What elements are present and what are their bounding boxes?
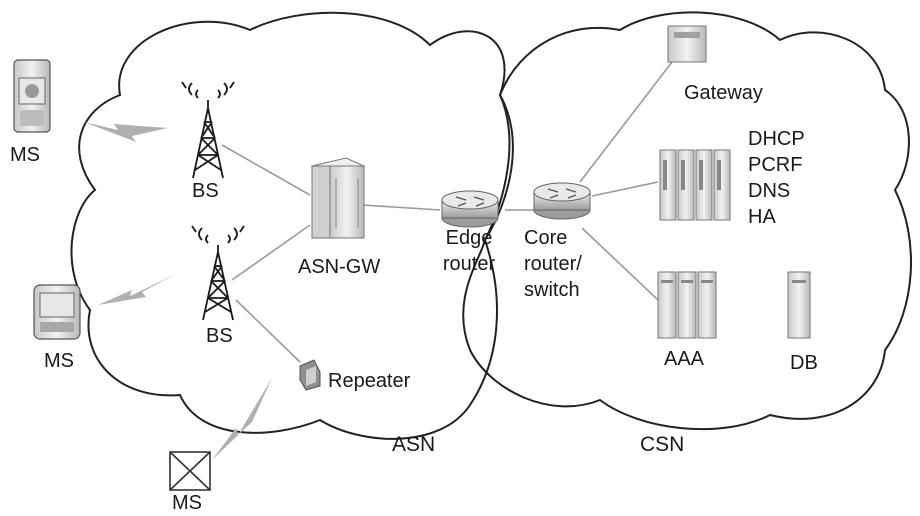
db-label: DB [790, 352, 818, 374]
core-router-label: Core router/ switch [524, 225, 582, 303]
blade-rack-icon [659, 149, 731, 221]
server-cabinet-icon [787, 271, 811, 339]
link-core-servers [591, 181, 659, 197]
ms-mid-label: MS [44, 350, 74, 372]
server-ha-label: HA [748, 206, 776, 228]
lightning-bolt-icon [84, 122, 168, 142]
gateway-label: Gateway [684, 82, 763, 104]
server-dns-label: DNS [748, 180, 791, 202]
csn-cloud [462, 11, 913, 431]
core-router-label-line2: router/ [524, 253, 582, 275]
tower-icon [191, 225, 245, 321]
bs-bottom-label: BS [206, 325, 233, 347]
repeater-icon [299, 359, 321, 391]
core-router-label-line3: switch [524, 279, 580, 301]
mobile-phone-icon [13, 59, 51, 133]
edge-router-label-line1: Edge [445, 227, 493, 249]
link-core-aaa [581, 227, 659, 301]
link-bs-bottom-asngw [231, 224, 311, 281]
edge-router-label: Edge router [436, 225, 502, 277]
asn-gw-label: ASN-GW [298, 256, 381, 278]
ms-bottom-label: MS [172, 492, 202, 514]
asn-cloud-label: ASN [392, 433, 436, 456]
server-cabinet-icon [310, 157, 366, 239]
lightning-bolt-icon [98, 274, 176, 305]
link-bs-bottom-repeater [235, 299, 301, 363]
envelope-box-icon [169, 451, 211, 491]
link-core-gateway [579, 61, 673, 183]
router-icon [441, 190, 499, 228]
bs-top-label: BS [192, 180, 219, 202]
asn-cloud [70, 11, 514, 440]
lightning-bolt-icon [212, 378, 272, 460]
edge-router-label-line2: router [442, 253, 496, 275]
server-pcrf-label: PCRF [748, 154, 803, 176]
aaa-label: AAA [664, 348, 705, 370]
csn-cloud-label: CSN [640, 433, 685, 456]
blade-rack-icon [657, 271, 717, 339]
links [221, 61, 673, 363]
ms-top-label: MS [10, 144, 40, 166]
pda-icon [33, 284, 81, 340]
link-asngw-edge [361, 204, 441, 211]
link-bs-top-asngw [221, 144, 311, 196]
server-list-label: DHCP PCRF DNS HA [748, 126, 805, 230]
radio-links [84, 122, 272, 460]
repeater-label: Repeater [328, 370, 411, 392]
router-icon [533, 182, 591, 220]
tower-icon [181, 81, 235, 179]
server-dhcp-label: DHCP [748, 128, 805, 150]
gateway-box-icon [667, 25, 707, 63]
core-router-label-line1: Core [524, 227, 568, 249]
